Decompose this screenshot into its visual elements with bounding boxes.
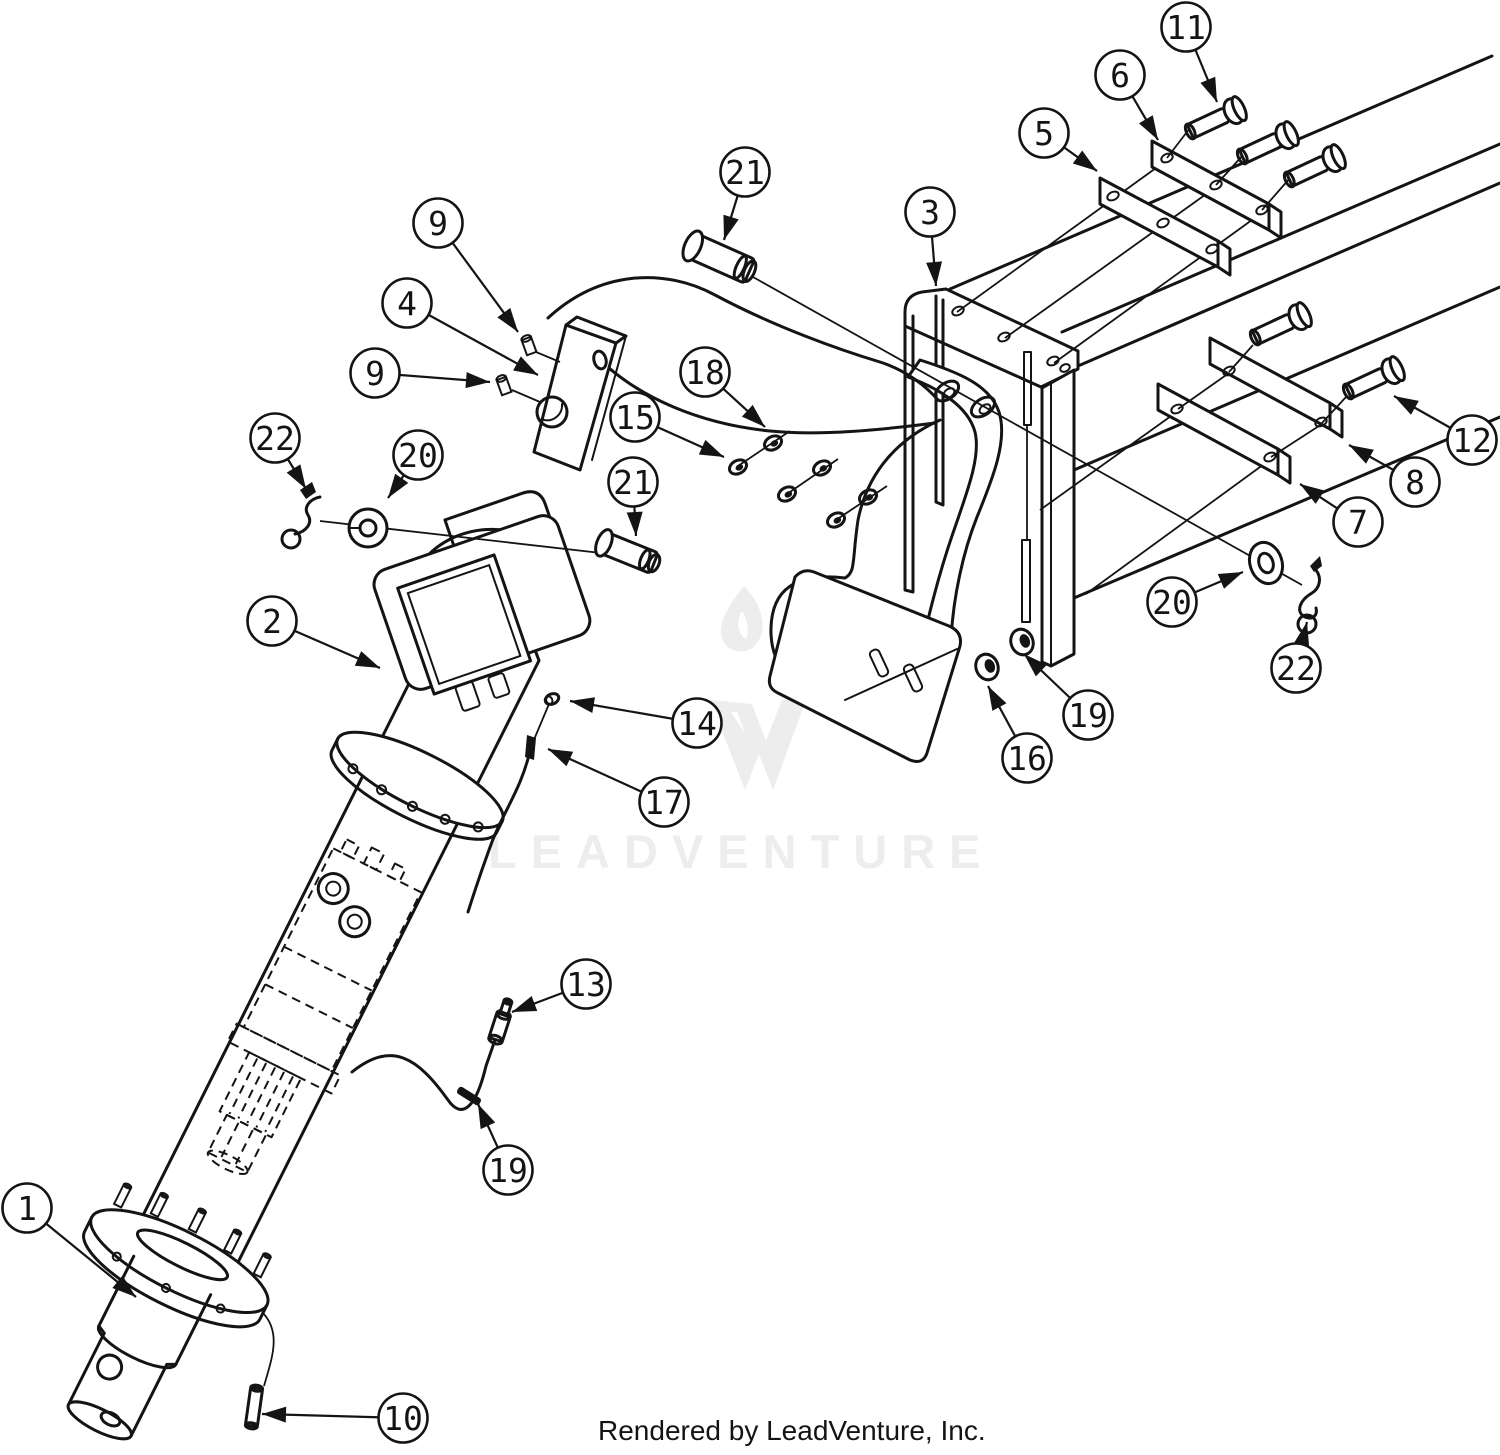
screw-14 [543,692,561,706]
callout-balloon-3 [904,186,956,238]
deflector-plate [767,569,962,763]
nut-cluster [727,430,888,529]
lanyard [261,1311,275,1387]
leadventure-flame-logo [710,586,806,790]
callout-balloon-20 [392,429,444,481]
clevis-pin-top [681,229,758,284]
callout-balloon-12 [1446,414,1498,466]
callout-balloon-1 [1,1182,53,1234]
hairpin-left [280,482,322,550]
callout-number-7: 7 [1348,503,1368,542]
callout-balloon-2 [246,595,298,647]
callout-number-10: 10 [383,1399,423,1438]
callout-number-21: 21 [725,153,765,192]
callout-balloon-16 [1001,732,1053,784]
bolt-11b [1235,120,1300,166]
callout-number-20: 20 [398,436,438,475]
callout-number-6: 6 [1110,56,1130,95]
watermark: LEADVENTURE [488,586,995,878]
callout-balloon-9 [349,347,401,399]
washer-left [347,507,389,549]
callout-number-13: 13 [566,965,606,1004]
callout-balloon-5 [1018,107,1070,159]
set-screw-9a [520,334,538,357]
hose-upper-run [466,745,533,914]
callout-balloon-9 [412,197,464,249]
carriage-bolt-19 [1009,627,1035,657]
callout-balloon-10 [377,1392,429,1444]
callout-number-12: 12 [1452,421,1492,460]
callout-balloon-22 [1270,642,1322,694]
clamp-bar-7 [1156,382,1292,485]
callout-number-17: 17 [644,783,684,822]
clevis-pin-mid [594,528,662,574]
callout-number-11: 11 [1166,8,1206,47]
callout-balloon-13 [560,958,612,1010]
callout-number-5: 5 [1034,114,1054,153]
callout-number-9: 9 [365,354,385,393]
callout-balloon-7 [1332,496,1384,548]
bolt-axis-lines [956,159,1272,595]
hairpin-right [1296,556,1322,635]
set-screw-9b [495,374,513,397]
pivot-axis-right [752,276,1303,586]
hose-lower-run [350,1038,497,1111]
carriage-bolt-16 [974,652,1000,682]
callout-balloon-14 [671,697,723,749]
callout-balloon-22 [249,412,301,464]
callout-number-19: 19 [1068,696,1108,735]
bolt-12a [1248,301,1313,347]
callout-number-16: 16 [1007,739,1047,778]
auger-tube-assembly [66,606,541,1441]
clip-link [532,703,550,743]
callout-number-15: 15 [615,398,655,437]
callout-number-20: 20 [1152,583,1192,622]
clamp-bar-5 [1098,176,1232,277]
yoke-block [532,315,628,472]
hydraulic-motor [206,838,422,1175]
roll-pin-10 [243,1383,265,1431]
clamp-bar-6 [1150,139,1283,240]
mounting-ring [329,730,505,841]
callout-balloon-6 [1094,49,1146,101]
callout-number-22: 22 [1276,649,1316,688]
output-flange [66,1182,272,1441]
callout-number-1: 1 [17,1189,37,1228]
callout-balloon-19 [482,1144,534,1196]
callout-number-14: 14 [677,704,717,743]
callout-number-3: 3 [920,193,940,232]
callout-balloon-21 [719,146,771,198]
hose-clamp-19 [456,1086,482,1106]
washer-right [1247,540,1285,586]
callout-number-21: 21 [613,463,653,502]
callout-number-4: 4 [397,284,417,323]
callout-balloon-21 [607,456,659,508]
callout-number-18: 18 [685,353,725,392]
bolt-12b [1341,355,1406,401]
mount-frame [903,287,1080,669]
callout-balloon-20 [1146,576,1198,628]
bolt-11c [1282,143,1347,189]
callout-balloon-18 [679,346,731,398]
callout-number-22: 22 [255,419,295,458]
callout-balloon-19 [1062,689,1114,741]
fitting-13 [487,997,514,1046]
callout-balloon-17 [638,776,690,828]
bolt-11 [1183,95,1248,141]
callout-balloon-15 [609,391,661,443]
footer-credit: Rendered by LeadVenture, Inc. [598,1415,986,1446]
callout-number-8: 8 [1405,463,1425,502]
watermark-text: LEADVENTURE [488,825,995,878]
boom-tube [948,54,1500,600]
bolt-axis-12 [1177,344,1347,458]
callout-balloon-8 [1389,456,1441,508]
callout-number-9: 9 [428,204,448,243]
callout-number-2: 2 [262,602,282,641]
callout-balloon-11 [1160,1,1212,53]
callout-balloon-4 [381,277,433,329]
saddle-clamp [372,514,592,712]
callout-number-19: 19 [488,1151,528,1190]
